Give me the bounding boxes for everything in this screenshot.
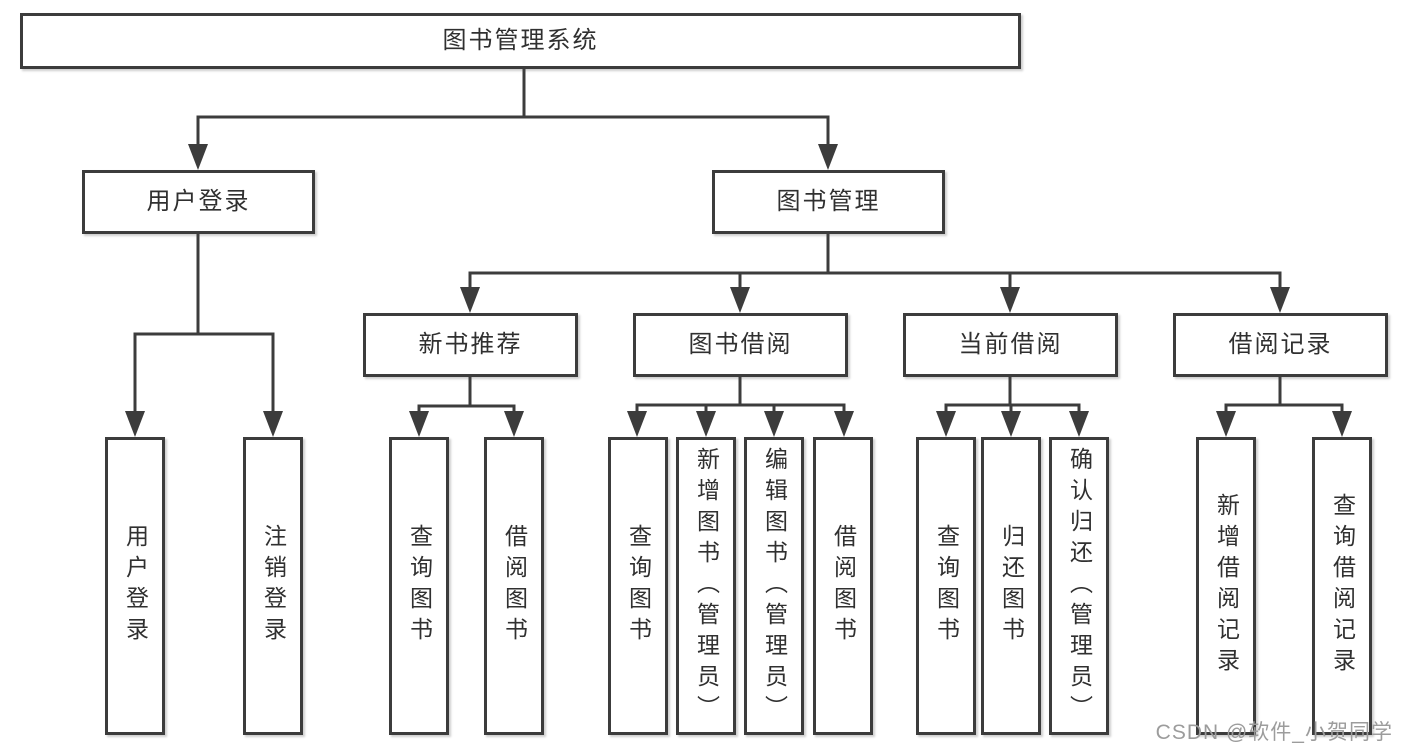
leaf-borrow-book-recommend-label: 借阅图书 — [501, 524, 528, 648]
leaf-query-book-current-label: 查询图书 — [933, 524, 960, 648]
node-library-system-label: 图书管理系统 — [442, 27, 599, 54]
leaf-edit-book-admin: 编辑图书（管理员） — [744, 437, 804, 735]
node-new-book-recommend-label: 新书推荐 — [418, 331, 523, 358]
node-borrowing-records: 借阅记录 — [1173, 313, 1388, 377]
leaf-add-book-admin: 新增图书（管理员） — [676, 437, 736, 735]
leaf-return-book-label: 归还图书 — [998, 524, 1025, 648]
node-current-borrowing: 当前借阅 — [903, 313, 1118, 377]
csdn-watermark: CSDN @软件_小贺同学 — [1155, 721, 1393, 744]
leaf-query-book-borrowing: 查询图书 — [608, 437, 668, 735]
leaf-confirm-return-admin: 确认归还（管理员） — [1049, 437, 1109, 735]
leaf-borrow-book: 借阅图书 — [813, 437, 873, 735]
leaf-user-login: 用户登录 — [105, 437, 165, 735]
node-book-borrowing: 图书借阅 — [633, 313, 848, 377]
leaf-query-book-current: 查询图书 — [916, 437, 976, 735]
tree-branch-lines — [133, 66, 1344, 419]
node-book-borrowing-label: 图书借阅 — [688, 331, 793, 358]
leaf-query-borrow-record-label: 查询借阅记录 — [1329, 493, 1356, 679]
leaf-add-borrow-record-label: 新增借阅记录 — [1213, 493, 1240, 679]
leaf-logout: 注销登录 — [243, 437, 303, 735]
leaf-return-book: 归还图书 — [981, 437, 1041, 735]
leaf-borrow-book-recommend: 借阅图书 — [484, 437, 544, 735]
leaf-query-book-recommend-label: 查询图书 — [406, 524, 433, 648]
leaf-query-book-borrowing-label: 查询图书 — [625, 524, 652, 648]
node-new-book-recommend: 新书推荐 — [363, 313, 578, 377]
leaf-logout-label: 注销登录 — [260, 524, 287, 648]
leaf-add-book-admin-label: 新增图书（管理员） — [693, 446, 720, 726]
leaf-confirm-return-admin-label: 确认归还（管理员） — [1066, 446, 1093, 726]
node-current-borrowing-label: 当前借阅 — [958, 331, 1063, 358]
node-library-system: 图书管理系统 — [20, 13, 1021, 69]
node-user-login-label: 用户登录 — [146, 188, 251, 215]
leaf-borrow-book-label: 借阅图书 — [830, 524, 857, 648]
node-book-management: 图书管理 — [712, 170, 945, 234]
leaf-edit-book-admin-label: 编辑图书（管理员） — [761, 446, 788, 726]
leaf-user-login-label: 用户登录 — [122, 524, 149, 648]
leaf-add-borrow-record: 新增借阅记录 — [1196, 437, 1256, 735]
node-book-management-label: 图书管理 — [776, 188, 881, 215]
node-borrowing-records-label: 借阅记录 — [1228, 331, 1333, 358]
leaf-query-book-recommend: 查询图书 — [389, 437, 449, 735]
arrowheads — [125, 144, 1352, 437]
leaf-query-borrow-record: 查询借阅记录 — [1312, 437, 1372, 735]
node-user-login: 用户登录 — [82, 170, 315, 234]
